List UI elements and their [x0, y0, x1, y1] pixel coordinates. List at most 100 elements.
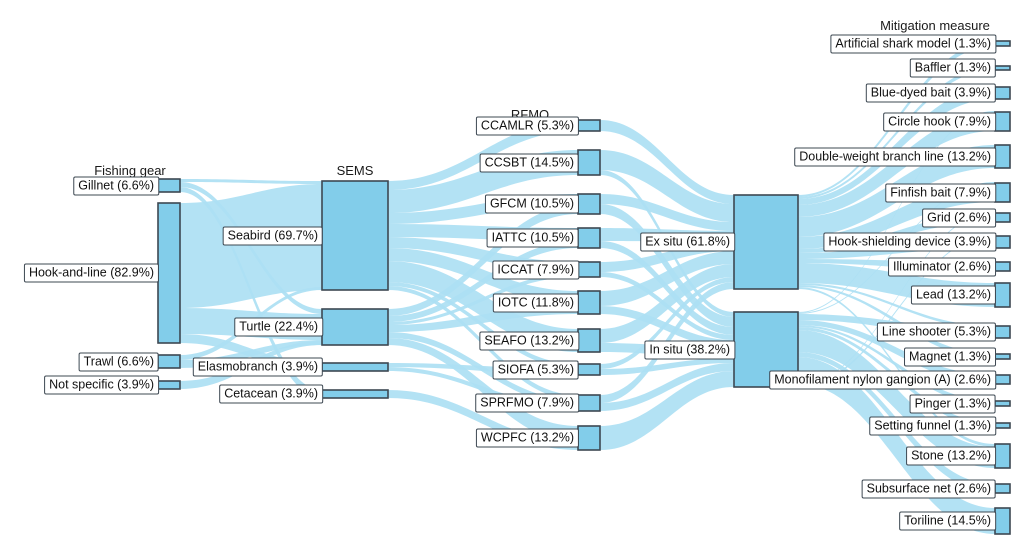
sankey-node[interactable] [994, 182, 1011, 203]
sankey-node[interactable] [994, 111, 1011, 132]
node-label: Cetacean (3.9%) [219, 384, 323, 404]
sankey-node[interactable] [994, 507, 1011, 535]
sankey-node[interactable] [994, 65, 1011, 71]
sankey-node[interactable] [733, 194, 799, 290]
sankey-link[interactable] [600, 363, 734, 411]
sankey-node[interactable] [994, 282, 1011, 308]
column-title-fishing_gear: Fishing gear [94, 163, 166, 178]
sankey-link[interactable] [600, 306, 734, 348]
sankey-link[interactable] [600, 150, 734, 222]
sankey-link[interactable] [600, 358, 734, 375]
node-label: IOTC (11.8%) [492, 293, 579, 312]
node-label: Baffler (1.3%) [909, 58, 996, 78]
node-label: Ex situ (61.8%) [640, 232, 735, 252]
sankey-link[interactable] [798, 66, 995, 199]
sankey-link[interactable] [600, 194, 734, 231]
sankey-node[interactable] [994, 144, 1011, 169]
sankey-node[interactable] [321, 180, 389, 291]
sankey-node[interactable] [994, 212, 1011, 223]
sankey-link[interactable] [798, 111, 995, 313]
node-label: Stone (13.2%) [906, 446, 996, 466]
sankey-node[interactable] [994, 353, 1011, 360]
node-label: Trawl (6.6%) [78, 352, 159, 371]
node-label: SIOFA (5.3%) [492, 360, 579, 379]
sankey-link[interactable] [600, 241, 734, 335]
node-label: Not specific (3.9%) [44, 375, 159, 395]
node-label: Pinger (1.3%) [909, 394, 996, 413]
sankey-node[interactable] [577, 261, 601, 278]
sankey-node[interactable] [994, 261, 1011, 272]
sankey-node[interactable] [577, 394, 601, 412]
sankey-node[interactable] [994, 483, 1011, 494]
node-label: In situ (38.2%) [644, 340, 735, 359]
sankey-node[interactable] [994, 86, 1011, 100]
sankey-node[interactable] [577, 290, 601, 315]
sankey-link[interactable] [798, 87, 995, 205]
sankey-link[interactable] [798, 287, 995, 447]
sankey-node[interactable] [994, 325, 1011, 339]
node-label: Line shooter (5.3%) [876, 322, 996, 342]
node-label: Hook-and-line (82.9%) [23, 263, 159, 283]
node-label: Double-weight branch line (13.2%) [794, 147, 996, 166]
sankey-link[interactable] [600, 251, 734, 306]
sankey-node[interactable] [157, 178, 181, 193]
node-label: Turtle (22.4%) [234, 317, 323, 337]
sankey-link[interactable] [388, 282, 578, 369]
sankey-link[interactable] [388, 367, 578, 411]
node-label: Setting funnel (1.3%) [869, 416, 996, 435]
sankey-node[interactable] [994, 422, 1011, 429]
sankey-node[interactable] [577, 425, 601, 451]
sankey-link[interactable] [600, 371, 734, 450]
node-label: Artificial shark model (1.3%) [830, 34, 996, 53]
node-label: Toriline (14.5%) [899, 511, 996, 531]
sankey-link[interactable] [388, 205, 578, 316]
sankey-node[interactable] [577, 119, 601, 132]
node-label: Gillnet (6.6%) [73, 176, 159, 195]
sankey-link[interactable] [388, 241, 578, 322]
sankey-node[interactable] [577, 363, 601, 376]
node-label: WCPFC (13.2%) [475, 428, 579, 448]
sankey-link[interactable] [798, 235, 995, 387]
sankey-link[interactable] [180, 179, 322, 184]
sankey-link[interactable] [798, 212, 995, 385]
node-label: Lead (13.2%) [910, 285, 996, 305]
sankey-node[interactable] [994, 235, 1011, 249]
sankey-link[interactable] [388, 248, 578, 304]
sankey-link[interactable] [388, 273, 578, 325]
sankey-links-layer [180, 41, 995, 534]
sankey-node[interactable] [577, 227, 601, 249]
sankey-link[interactable] [180, 184, 322, 308]
sankey-node[interactable] [577, 193, 601, 215]
sankey-link[interactable] [798, 325, 995, 406]
sankey-node[interactable] [994, 374, 1011, 385]
node-label: Monofilament nylon gangion (A) (2.6%) [769, 370, 996, 389]
node-label: SEAFO (13.2%) [479, 331, 579, 350]
node-label: IATTC (10.5%) [486, 228, 579, 248]
column-title-sems: SEMS [336, 163, 374, 178]
sankey-node[interactable] [157, 202, 181, 344]
sankey-link[interactable] [388, 390, 578, 450]
sankey-node[interactable] [994, 400, 1011, 407]
sankey-node[interactable] [321, 362, 389, 372]
sankey-link[interactable] [600, 204, 734, 327]
node-label: Grid (2.6%) [922, 208, 996, 227]
node-label: Elasmobranch (3.9%) [192, 357, 323, 377]
sankey-link[interactable] [600, 120, 734, 204]
sankey-node[interactable] [994, 40, 1011, 47]
sankey-node[interactable] [157, 380, 181, 390]
sankey-node[interactable] [577, 149, 601, 176]
sankey-link[interactable] [798, 320, 995, 384]
sankey-link[interactable] [388, 261, 578, 352]
node-label: SPRFMO (7.9%) [475, 393, 579, 413]
node-label: Blue-dyed bait (3.9%) [865, 83, 996, 103]
sankey-node[interactable] [994, 443, 1011, 469]
sankey-node[interactable] [157, 354, 181, 369]
node-label: Finfish bait (7.9%) [885, 183, 996, 202]
sankey-node[interactable] [577, 328, 601, 353]
sankey-link[interactable] [798, 283, 995, 329]
column-title-mitigation: Mitigation measure [880, 18, 990, 33]
sankey-link[interactable] [600, 277, 734, 369]
sankey-link[interactable] [600, 264, 734, 343]
sankey-node[interactable] [321, 389, 389, 399]
sankey-node[interactable] [321, 308, 389, 346]
